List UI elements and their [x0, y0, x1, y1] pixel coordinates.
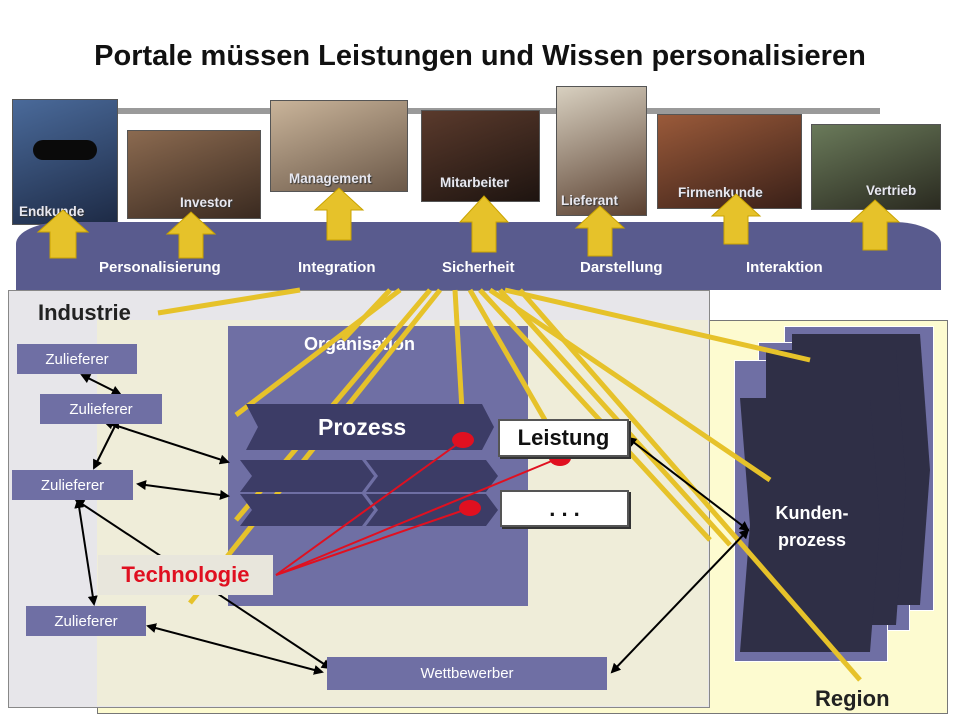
stakeholder-photo-vertrieb: Vertrieb — [811, 124, 941, 210]
supplier-box: Zulieferer — [26, 606, 146, 636]
stakeholder-label: Investor — [180, 195, 233, 210]
stakeholder-label: Vertrieb — [866, 183, 917, 198]
stakeholder-photo-endkunde: Endkunde — [12, 99, 118, 225]
portal-function-darstellung: Darstellung — [580, 259, 663, 276]
stakeholder-photo-investor: Investor — [127, 130, 261, 219]
portal-function-interaktion: Interaktion — [746, 259, 823, 276]
stakeholder-label: Lieferant — [561, 193, 619, 208]
stakeholder-photo-management: Management — [270, 100, 408, 192]
process-chevron-sub — [240, 494, 374, 526]
portal-function-sicherheit: Sicherheit — [442, 259, 515, 276]
supplier-box: Zulieferer — [40, 394, 162, 424]
ellipsis-box: . . . — [500, 490, 629, 527]
stakeholder-arrows — [36, 187, 901, 259]
stakeholder-label: Mitarbeiter — [440, 175, 510, 190]
competitor-box: Wettbewerber — [327, 657, 607, 690]
region-label: Region — [815, 686, 890, 711]
customer-process-label: Kunden- prozess — [775, 503, 849, 550]
service-box: Leistung — [498, 419, 629, 457]
process-chevron-sub — [240, 460, 374, 492]
stakeholder-label: Management — [289, 171, 372, 186]
page-title: Portale müssen Leistungen und Wissen per… — [94, 40, 866, 72]
industry-label: Industrie — [38, 300, 131, 325]
supplier-box: Zulieferer — [12, 470, 133, 500]
process-chevron — [246, 404, 494, 450]
stakeholder-photo-lieferant: Lieferant — [556, 86, 647, 216]
customer-process-chevron — [740, 398, 880, 652]
technology-label: Technologie — [98, 555, 273, 595]
sunglasses-icon — [33, 140, 97, 160]
portal-function-personalisierung: Personalisierung — [99, 259, 221, 276]
supplier-box: Zulieferer — [17, 344, 137, 374]
process-chevron-sub — [366, 460, 498, 492]
process-label: Prozess — [318, 414, 407, 440]
stakeholder-photo-mitarbeiter: Mitarbeiter — [421, 110, 540, 202]
portal-function-integration: Integration — [298, 259, 376, 276]
stakeholder-label: Firmenkunde — [678, 185, 763, 200]
